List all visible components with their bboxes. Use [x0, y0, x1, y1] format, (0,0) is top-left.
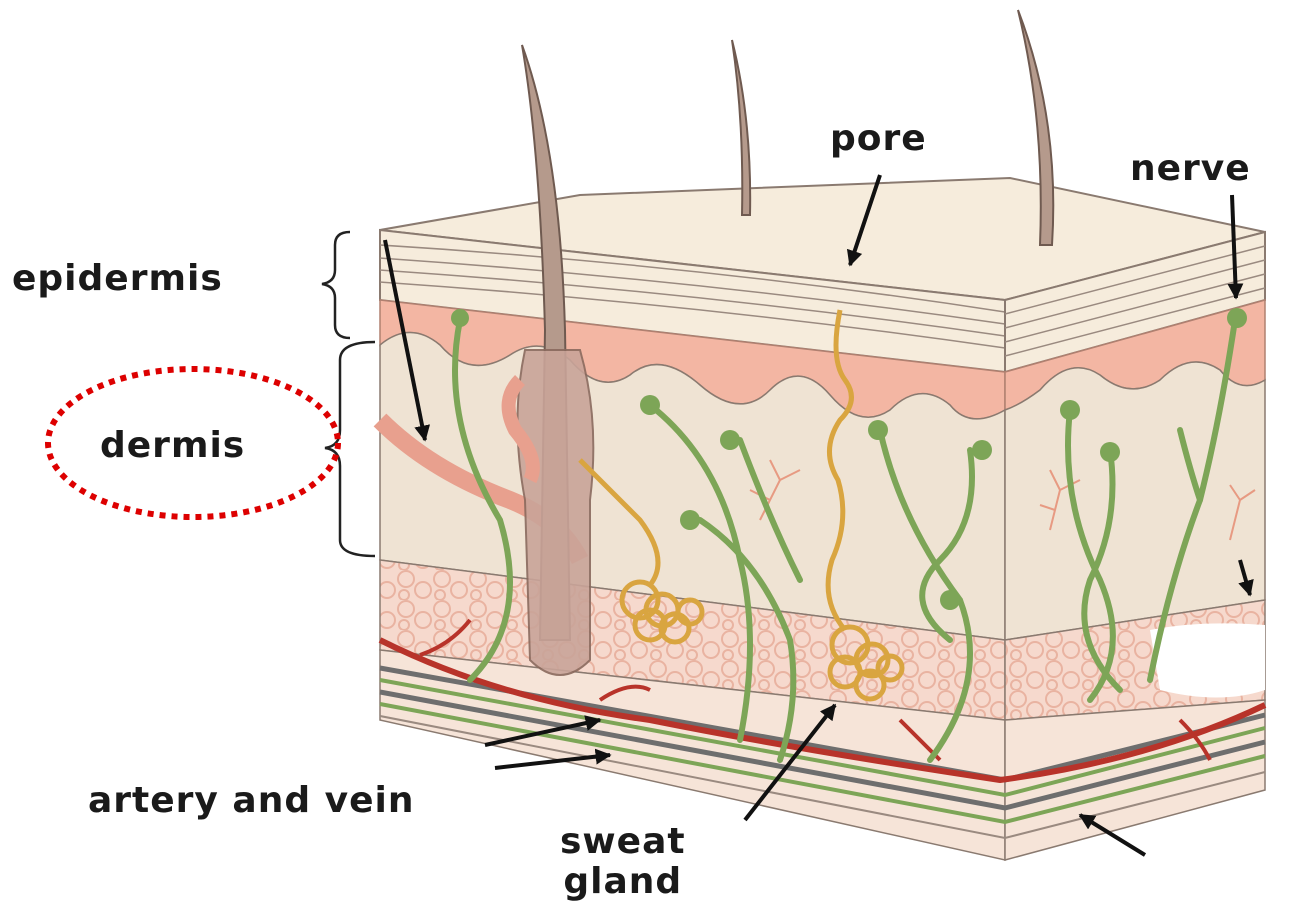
- epidermis-bracket: [322, 232, 350, 338]
- epidermis-label: epidermis: [12, 258, 223, 299]
- nerve-label: nerve: [1130, 148, 1251, 189]
- skin-block: [380, 178, 1265, 860]
- hair-follicle: [518, 350, 594, 675]
- dermis-bracket: [325, 342, 375, 556]
- dermis-label: dermis: [100, 425, 245, 466]
- pore-label: pore: [830, 118, 927, 159]
- sweat-gland-label: sweat gland: [560, 822, 686, 902]
- sweat-gland-label-line2: gland: [560, 862, 686, 902]
- artery-and-vein-label: artery and vein: [88, 780, 415, 821]
- sweat-gland-label-line1: sweat: [560, 822, 686, 862]
- layer-brackets: [322, 232, 375, 556]
